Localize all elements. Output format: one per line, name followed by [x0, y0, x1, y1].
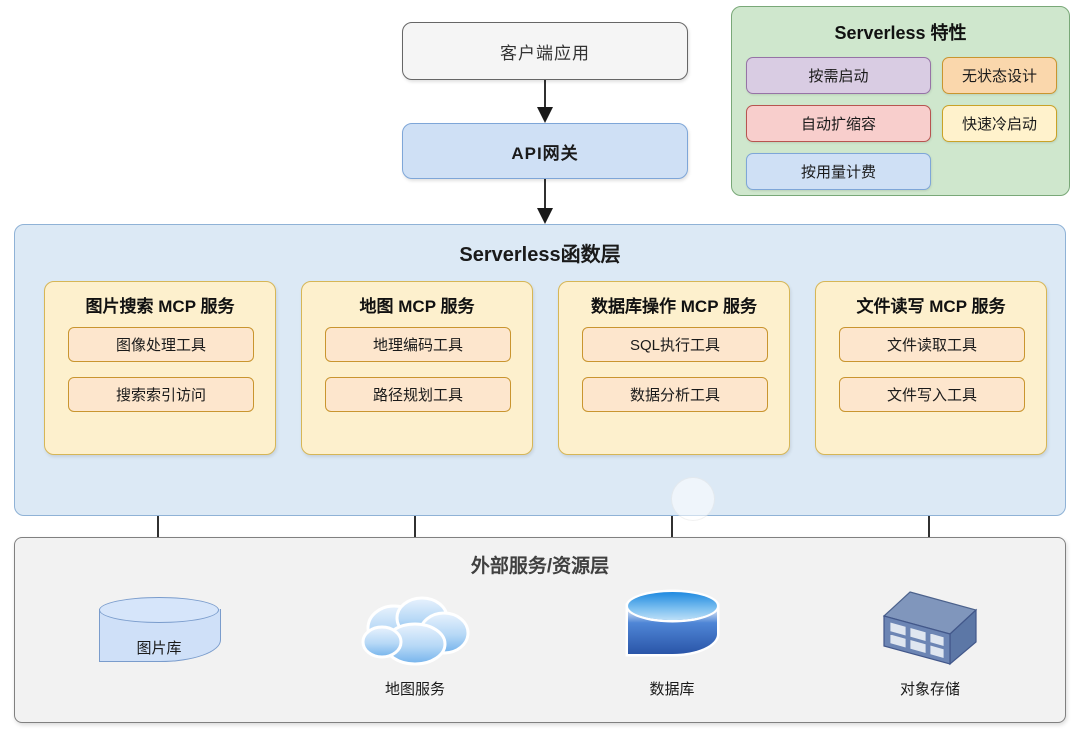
serverless-layer-title: Serverless函数层: [459, 244, 621, 266]
resource-label-object-storage: 对象存储: [899, 681, 960, 698]
resource-label-map-service: 地图服务: [384, 681, 445, 698]
api-gateway-node[interactable]: API网关: [402, 123, 688, 179]
mcp-title-file-io: 文件读写 MCP 服务: [856, 297, 1006, 316]
tool-search-index-access[interactable]: 搜索索引访问: [68, 377, 254, 412]
mcp-title-image-search: 图片搜索 MCP 服务: [85, 297, 235, 316]
cloud-icon: [361, 596, 470, 666]
tool-sql-execution[interactable]: SQL执行工具: [582, 327, 768, 362]
serverless-features-panel: Serverless 特性 按需启动 无状态设计 自动扩缩容 快速冷启动 按用量…: [731, 6, 1070, 196]
tool-image-processing[interactable]: 图像处理工具: [68, 327, 254, 362]
tool-file-read[interactable]: 文件读取工具: [839, 327, 1025, 362]
feature-tag-cold-start[interactable]: 快速冷启动: [942, 105, 1057, 142]
tool-file-write[interactable]: 文件写入工具: [839, 377, 1025, 412]
features-row-3: 按用量计费: [746, 153, 1057, 190]
mcp-title-database: 数据库操作 MCP 服务: [591, 297, 757, 316]
external-layer-title: 外部服务/资源层: [470, 556, 610, 577]
tool-geocoding[interactable]: 地理编码工具: [325, 327, 511, 362]
resource-label-image-db: 图片库: [136, 640, 182, 657]
features-panel-title: Serverless 特性: [834, 23, 967, 43]
feature-tag-autoscaling[interactable]: 自动扩缩容: [746, 105, 931, 142]
mcp-service-map[interactable]: 地图 MCP 服务 地理编码工具 路径规划工具: [301, 281, 533, 455]
mcp-service-image-search[interactable]: 图片搜索 MCP 服务 图像处理工具 搜索索引访问: [44, 281, 276, 455]
tool-data-analysis[interactable]: 数据分析工具: [582, 377, 768, 412]
api-gateway-label: API网关: [511, 143, 579, 163]
client-application-node[interactable]: 客户端应用: [402, 22, 688, 80]
object-storage-icon: [882, 591, 978, 666]
feature-tag-stateless[interactable]: 无状态设计: [942, 57, 1057, 94]
feature-tag-pay-per-use[interactable]: 按用量计费: [746, 153, 931, 190]
mcp-service-file-io[interactable]: 文件读写 MCP 服务 文件读取工具 文件写入工具: [815, 281, 1047, 455]
database-icon: [628, 592, 717, 656]
cursor-highlight: [671, 477, 715, 521]
database-cylinder-icon: 图片库: [99, 597, 221, 665]
tool-route-planning[interactable]: 路径规划工具: [325, 377, 511, 412]
features-row-1: 按需启动 无状态设计: [746, 57, 1057, 94]
resource-label-database: 数据库: [649, 681, 695, 698]
client-application-label: 客户端应用: [500, 43, 590, 63]
serverless-function-layer: Serverless函数层 图片搜索 MCP 服务 图像处理工具 搜索索引访问 …: [14, 224, 1066, 516]
feature-tag-on-demand[interactable]: 按需启动: [746, 57, 931, 94]
features-row-2: 自动扩缩容 快速冷启动: [746, 105, 1057, 142]
mcp-service-database[interactable]: 数据库操作 MCP 服务 SQL执行工具 数据分析工具: [558, 281, 790, 455]
features-tag-grid: 按需启动 无状态设计 自动扩缩容 快速冷启动 按用量计费: [746, 57, 1057, 201]
mcp-title-map: 地图 MCP 服务: [359, 297, 475, 316]
